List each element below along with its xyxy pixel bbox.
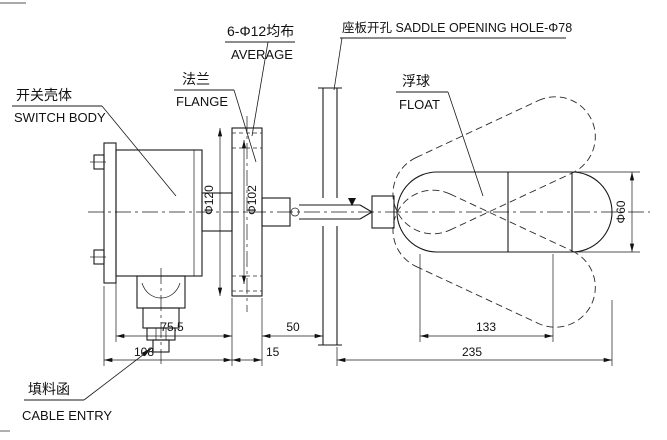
pivot-pin: [290, 207, 300, 217]
float-position-lower: [392, 189, 596, 328]
float-position-upper: [392, 96, 596, 235]
gland-stub: [152, 339, 170, 353]
float-label-en: FLOAT: [399, 97, 440, 112]
dim-bolt-circle: Φ102: [245, 185, 259, 215]
dim-float-overall: 235: [462, 345, 482, 359]
float-label-cn: 浮球: [402, 73, 430, 89]
saddle-label: 座板开孔 SADDLE OPENING HOLE-Φ78: [333, 20, 572, 91]
switch-body-label-cn: 开关壳体: [16, 87, 72, 103]
switch-body-outline: [90, 142, 203, 284]
clevis: [371, 195, 395, 229]
cable-entry-label-en: CABLE ENTRY: [22, 408, 112, 423]
cable-entry-label-cn: 填料函: [28, 381, 70, 397]
cable-entry-leader: [83, 347, 153, 401]
switch-body-label: 开关壳体 SWITCH BODY: [12, 87, 177, 197]
bolt-holes-label: 6-Φ12均布 AVERAGE: [225, 23, 295, 137]
switch-body-label-en: SWITCH BODY: [14, 110, 106, 125]
pivot-linkage: [261, 195, 395, 229]
saddle-leader: [333, 37, 343, 91]
flange-label: 法兰 FLANGE: [174, 71, 257, 163]
float-outline: [396, 171, 613, 253]
bolt-holes-label-cn: 6-Φ12均布: [227, 23, 294, 39]
cable-entry-arrowhead: [141, 348, 152, 357]
saddle-label-text: 座板开孔 SADDLE OPENING HOLE-Φ78: [342, 20, 572, 35]
dim-float-length: 133: [476, 320, 496, 334]
diameter-dimensions: Φ120 Φ102 Φ60: [202, 128, 640, 296]
switch-body-leader: [101, 105, 177, 197]
cable-entry-label: 填料函 CABLE ENTRY: [22, 347, 153, 423]
flange-label-cn: 法兰: [182, 71, 210, 87]
bolt-holes-leader: [251, 41, 269, 137]
saddle-plate-outline: [318, 87, 342, 346]
flange-label-en: FLANGE: [176, 94, 228, 109]
bolt-holes-label-en: AVERAGE: [231, 47, 293, 62]
dim-float-diameter: Φ60: [614, 200, 628, 223]
linear-dimensions: 75.5 50 133 108 15 235: [103, 254, 613, 366]
dim-flange-to-plate: 50: [286, 320, 300, 334]
float-label: 浮球 FLOAT: [396, 73, 484, 197]
centerlines: [88, 116, 650, 364]
dim-flange-od: Φ120: [202, 185, 216, 215]
dim-body-width: 75.5: [160, 320, 184, 334]
dim-flange-thickness: 15: [266, 345, 280, 359]
pin-marker: [348, 198, 356, 206]
frame-marks: [0, 2, 26, 432]
flange-leader: [233, 89, 257, 163]
cable-gland-outline: [136, 275, 186, 353]
float-leader: [447, 91, 484, 197]
